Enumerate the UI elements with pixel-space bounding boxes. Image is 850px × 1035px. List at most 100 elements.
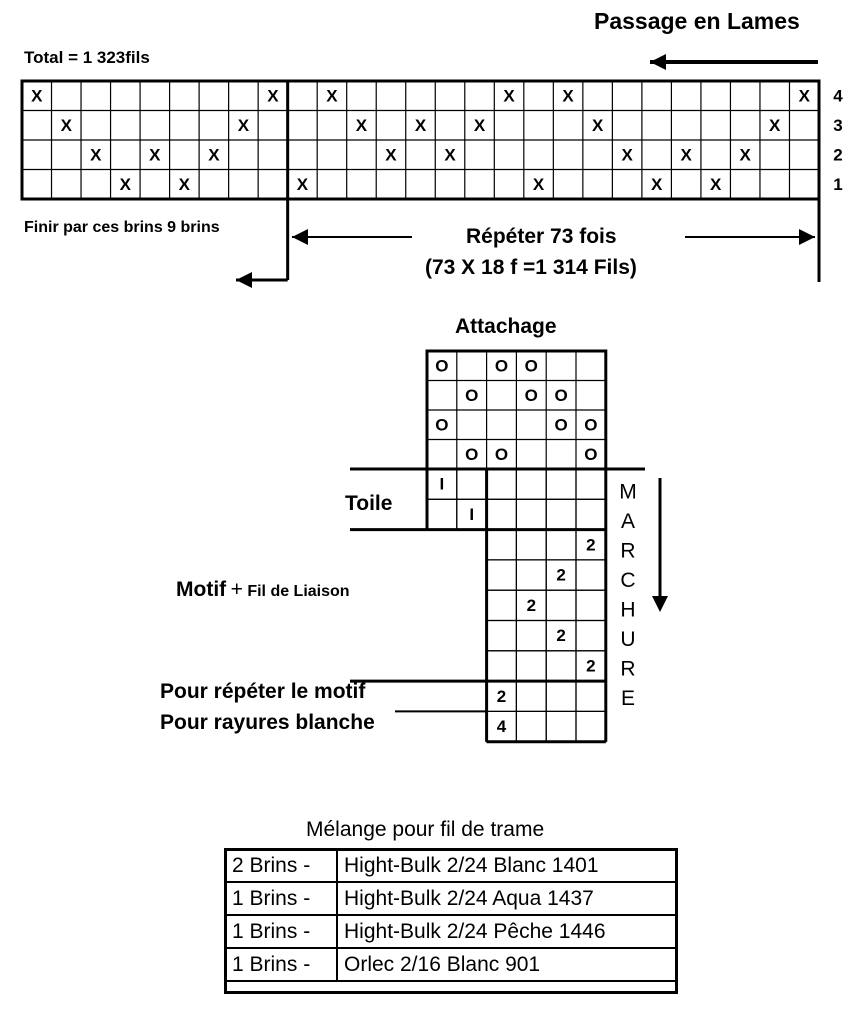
threading-mark: X (208, 145, 220, 164)
treadling-cell (515, 680, 547, 712)
treadling-cell (575, 710, 607, 743)
treadling-cell (486, 498, 518, 531)
shaft-number-label: 4 (833, 86, 843, 105)
tieup-mark: O (554, 415, 567, 434)
liaison-word: Fil de Liaison (247, 583, 350, 600)
tieup-mark: O (584, 445, 597, 464)
shaft-number-label: 1 (833, 175, 842, 194)
treadling-cell (545, 528, 577, 561)
treadling-cell (575, 680, 607, 712)
threading-mark: X (562, 86, 574, 105)
marchure-letter: U (620, 628, 635, 651)
marchure-letter: M (619, 481, 637, 504)
treadling-cell (575, 619, 607, 652)
treadling-cell (486, 589, 518, 622)
tieup-mark: O (554, 386, 567, 405)
treadling-mark: 2 (556, 566, 565, 585)
marchure-letter: C (620, 569, 635, 592)
treadling-cell (426, 498, 458, 531)
shaft-number-label: 3 (833, 116, 842, 135)
threading-title: Passage en Lames (594, 8, 800, 34)
treadling-cell (486, 619, 518, 652)
treadling-mark: 4 (497, 717, 507, 736)
treadling-cell (545, 650, 577, 682)
direction-arrow-head (650, 54, 666, 70)
treadling-cell (575, 498, 607, 531)
threading-mark: X (651, 175, 663, 194)
tieup-mark: O (435, 415, 448, 434)
plus-sign: + (230, 578, 243, 601)
tieup-mark: O (525, 386, 538, 405)
treadling-cell (486, 650, 518, 682)
threading-mark: X (385, 145, 397, 164)
treadling-mark: 2 (497, 687, 506, 706)
marchure-letter: E (621, 687, 635, 710)
section-motif-label: Motif + Fil de Liaison (176, 578, 350, 602)
threading-mark: X (740, 145, 752, 164)
treadling-cell (515, 650, 547, 682)
treadling-cell (456, 468, 488, 500)
threading-mark: X (326, 86, 338, 105)
threading-mark: X (179, 175, 191, 194)
marchure-arrow-head (652, 596, 668, 612)
section-repeat-label: Pour répéter le motif (160, 680, 366, 703)
marchure-letter: A (621, 510, 635, 533)
repeat-arrow-head-left (292, 229, 308, 245)
treadling-cell (575, 559, 607, 591)
treadling-cell (515, 468, 547, 500)
weft-mix-row: 1 Brins -Hight-Bulk 2/24 Pêche 1446 (224, 914, 678, 949)
treadling-cell (515, 528, 547, 561)
threading-mark: X (267, 86, 279, 105)
weft-mix-quantity: 1 Brins - (224, 881, 338, 916)
threading-mark: X (120, 175, 132, 194)
threading-mark: X (61, 116, 73, 135)
treadling-cell (515, 559, 547, 591)
treadling-cell (515, 619, 547, 652)
threading-mark: X (710, 175, 722, 194)
marchure-letter: H (620, 599, 635, 622)
tieup-title: Attachage (455, 315, 557, 338)
threading-mark: X (31, 86, 43, 105)
treadling-mark: I (440, 475, 445, 494)
threading-mark: X (680, 145, 692, 164)
threading-mark: X (533, 175, 545, 194)
threading-mark: X (444, 145, 456, 164)
treadling-cell (545, 589, 577, 622)
treadling-cell (515, 498, 547, 531)
treadling-cell (575, 589, 607, 622)
treadling-cell (575, 468, 607, 500)
threading-mark: X (90, 145, 102, 164)
weft-mix-title: Mélange pour fil de trame (306, 818, 545, 841)
weft-mix-yarn: Hight-Bulk 2/24 Blanc 1401 (336, 848, 678, 883)
weft-mix-yarn: Hight-Bulk 2/24 Aqua 1437 (336, 881, 678, 916)
shaft-number-label: 2 (833, 145, 842, 164)
treadling-cell (486, 559, 518, 591)
tieup-mark: O (495, 356, 508, 375)
weft-mix-row: 2 Brins -Hight-Bulk 2/24 Blanc 1401 (224, 848, 678, 883)
tieup-mark: O (495, 445, 508, 464)
threading-mark: X (503, 86, 515, 105)
threading-mark: X (621, 145, 633, 164)
repeat-arrow-head-right (799, 229, 815, 245)
treadling-cell (545, 498, 577, 531)
treadling-cell (545, 468, 577, 500)
weft-mix-row: 1 Brins -Hight-Bulk 2/24 Aqua 1437 (224, 881, 678, 916)
motif-word: Motif (176, 578, 227, 601)
tieup-mark: O (465, 386, 478, 405)
treadling-cell (486, 528, 518, 561)
threading-mark: X (238, 116, 250, 135)
threading-mark: X (769, 116, 781, 135)
treadling-mark: 2 (556, 626, 565, 645)
threading-mark: X (474, 116, 486, 135)
threading-mark: X (356, 116, 368, 135)
tieup-mark: O (584, 415, 597, 434)
treadling-cell (545, 710, 577, 743)
treadling-mark: 2 (586, 535, 595, 554)
treadling-cell (486, 468, 518, 500)
threading-mark: X (415, 116, 427, 135)
finish-arrow-head (236, 272, 252, 288)
repeat-count-label: (73 X 18 f =1 314 Fils) (425, 256, 637, 279)
repeat-label: Répéter 73 fois (466, 225, 617, 248)
